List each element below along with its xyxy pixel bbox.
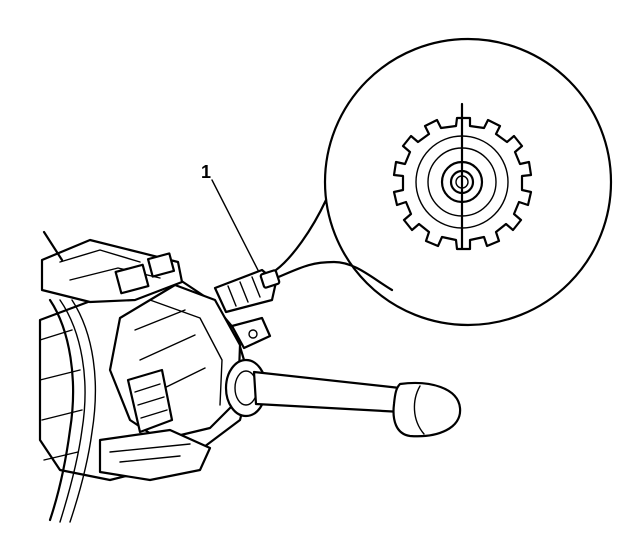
detail-view [274, 37, 613, 327]
callout-1-leader [211, 179, 263, 279]
gear-ring-detail-icon [392, 102, 533, 251]
lever-knob [392, 382, 462, 438]
detail-connector-upper [274, 198, 328, 272]
steering-column-illustration-icon [38, 230, 462, 523]
wire-harness [48, 298, 75, 522]
lower-bracket [98, 428, 212, 482]
callout-1-label: 1 [201, 162, 211, 182]
sensor [213, 268, 278, 314]
multifunction-lever [252, 370, 404, 414]
detail-connector-lower [274, 260, 394, 292]
